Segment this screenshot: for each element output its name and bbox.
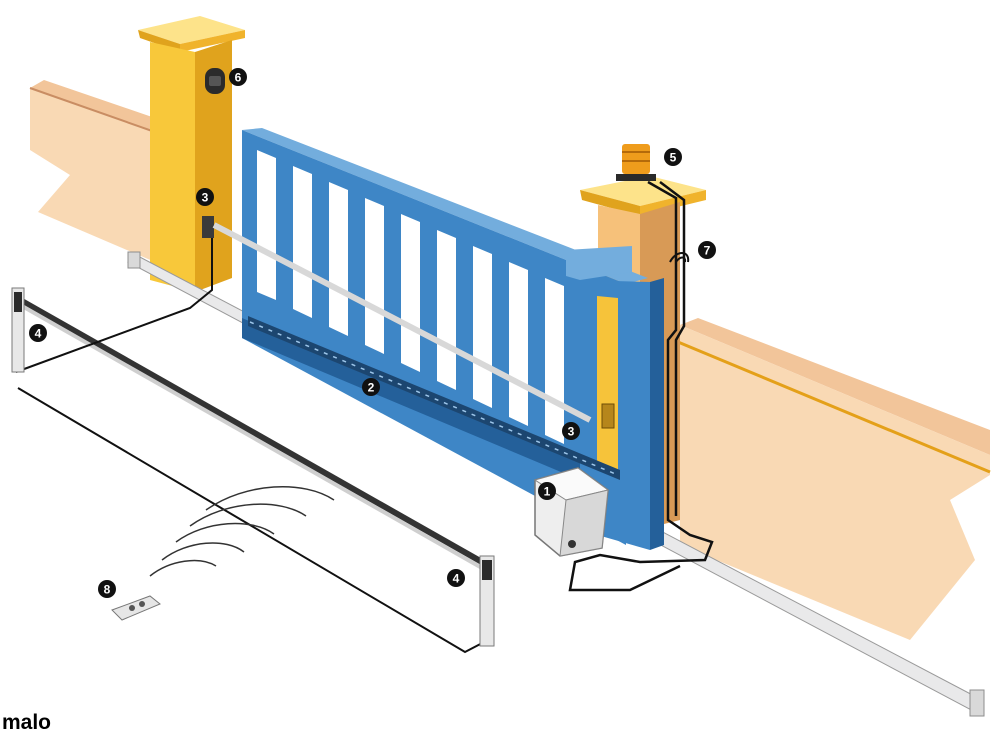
badge-1-label: 1 <box>544 485 551 499</box>
badge-3-post-label: 3 <box>568 425 575 439</box>
remote-signal-waves <box>149 485 335 577</box>
badge-6-label: 6 <box>235 71 242 85</box>
badge-8-label: 8 <box>104 583 111 597</box>
badge-8: 8 <box>98 580 116 598</box>
gate-top-rail <box>242 128 648 284</box>
badge-3-pillar-label: 3 <box>202 191 209 205</box>
badge-7-label: 7 <box>704 244 711 258</box>
remote-control-icon <box>111 595 161 621</box>
gate-lower-panel <box>242 318 580 480</box>
left-wall-face <box>30 88 155 262</box>
left-pillar-cap-side <box>180 30 245 52</box>
badge-5: 5 <box>664 148 682 166</box>
badge-1: 1 <box>538 482 556 500</box>
badge-4-left: 4 <box>29 324 47 342</box>
gate-bracket <box>566 246 632 280</box>
caption-text: malo <box>2 712 52 733</box>
photocell-pillar-icon <box>202 216 592 423</box>
photocell-post-icon <box>601 403 615 429</box>
badge-2-label: 2 <box>368 381 375 395</box>
left-pillar-front <box>150 42 195 292</box>
right-pillar-cap-top <box>580 176 706 206</box>
badge-6: 6 <box>229 68 247 86</box>
flashing-lamp-icon <box>616 144 656 181</box>
gate-front-leaf-side <box>650 278 664 550</box>
pillar-cables <box>568 180 714 592</box>
gate-front-leaf-window <box>597 296 618 470</box>
right-wall-gold-band <box>677 340 991 474</box>
left-wall <box>29 80 156 262</box>
key-selector-icon <box>205 68 225 94</box>
badge-7: 7 <box>698 241 716 259</box>
photocell-beam-shadow <box>21 304 483 570</box>
left-wall-edge <box>29 87 156 133</box>
right-pillar-cap-front <box>580 190 640 216</box>
badge-4-right-label: 4 <box>453 572 460 586</box>
right-wall-face <box>680 325 990 640</box>
right-wall-top <box>680 318 990 455</box>
motor-unit-icon <box>533 467 610 557</box>
photocell-beam <box>18 297 484 565</box>
badge-5-label: 5 <box>670 151 677 165</box>
badge-2: 2 <box>362 378 380 396</box>
photocell-column-right-icon <box>479 555 495 647</box>
photocell-column-left-icon <box>11 287 25 373</box>
gear-rack-icon <box>248 316 620 480</box>
badge-3-post: 3 <box>562 422 580 440</box>
right-wall <box>677 318 991 640</box>
badge-4-right: 4 <box>447 569 465 587</box>
left-pillar <box>138 16 245 292</box>
badge-3-pillar: 3 <box>196 188 214 206</box>
left-pillar-cap-top <box>138 16 245 44</box>
badge-4-left-label: 4 <box>35 327 42 341</box>
left-wall-top <box>30 80 155 132</box>
